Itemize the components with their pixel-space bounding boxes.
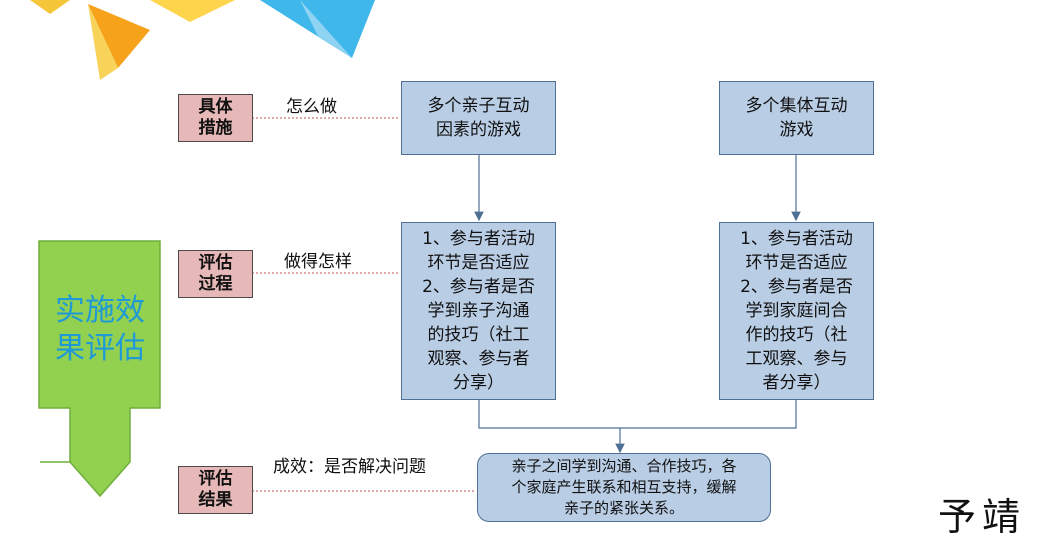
box-eval-parent-child: 1、参与者活动 环节是否适应 2、参与者是否 学到亲子沟通 的技巧（社工 观察、… — [401, 222, 556, 400]
caption-outcome: 成效：是否解决问题 — [273, 457, 426, 477]
logo: 予靖 — [938, 495, 1027, 539]
box-outcome: 亲子之间学到沟通、合作技巧，各 个家庭产生联系和相互支持，缓解 亲子的紧张关系。 — [477, 453, 771, 522]
caption-how-well: 做得怎样 — [284, 252, 352, 272]
box-parent-child-games: 多个亲子互动 因素的游戏 — [401, 81, 556, 155]
big-green-arrow — [38, 240, 161, 498]
label-result: 评估 结果 — [178, 466, 253, 514]
box-eval-group: 1、参与者活动 环节是否适应 2、参与者是否 学到家庭间合 作的技巧（社 工观察… — [719, 222, 874, 400]
big-arrow-label: 实施效 果评估 — [55, 293, 145, 366]
label-measures: 具体 措施 — [178, 94, 253, 142]
decorative-triangles — [30, 0, 375, 80]
label-process: 评估 过程 — [178, 250, 253, 298]
box-group-games: 多个集体互动 游戏 — [719, 81, 874, 155]
caption-how: 怎么做 — [286, 97, 337, 117]
